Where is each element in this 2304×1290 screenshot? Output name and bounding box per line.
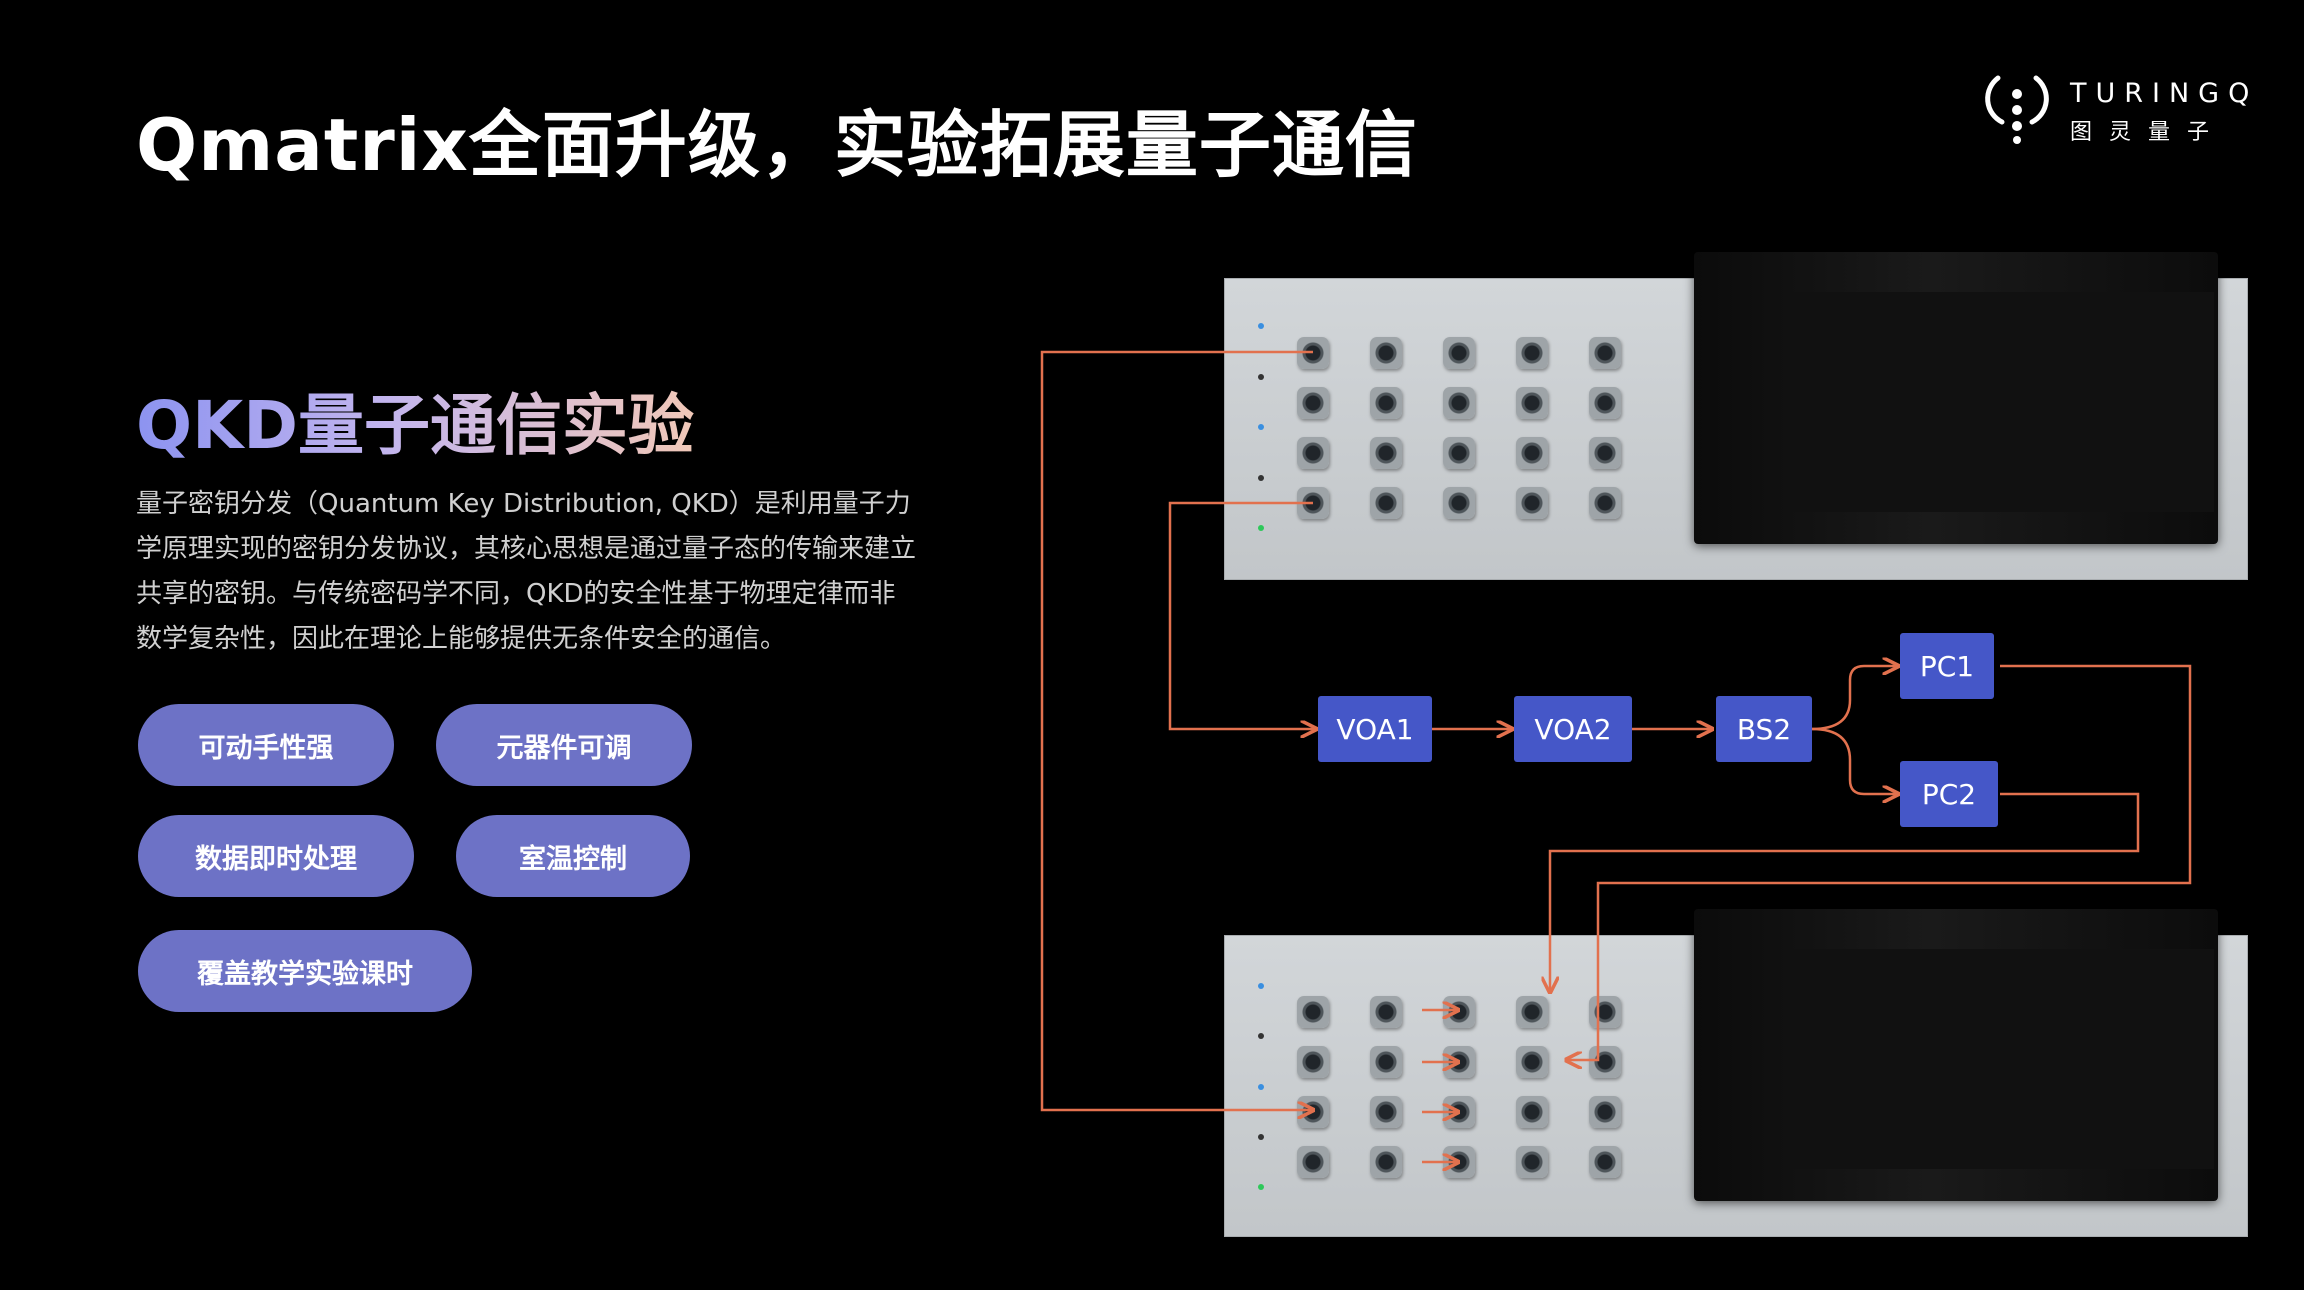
optical-switch-device-bottom xyxy=(1224,909,2248,1237)
qkd-description: 量子密钥分发（Quantum Key Distribution, QKD）是利用… xyxy=(136,489,917,654)
component-bs2: BS2 xyxy=(1716,696,1812,762)
fiber-pc2-to-bottom xyxy=(1550,792,2140,992)
turingq-logo: TURINGQ 图灵量子 xyxy=(1984,70,2249,146)
port-knob-icon xyxy=(1370,387,1402,419)
port-knob-icon xyxy=(1516,1146,1548,1178)
status-led xyxy=(1258,1033,1264,1039)
port-knob-icon xyxy=(1297,996,1329,1028)
port-knob-icon xyxy=(1589,387,1621,419)
fiber-top-port4-to-voa1 xyxy=(1168,501,1316,729)
component-voa2: VOA2 xyxy=(1514,696,1632,762)
logo-chinese-name: 图灵量子 xyxy=(2070,120,2227,145)
port-knob-icon xyxy=(1516,1096,1548,1128)
device-screen xyxy=(1694,909,2218,1201)
logo-wordmark: TURINGQ xyxy=(2070,78,2259,109)
slide-title: Qmatrix全面升级，实验拓展量子通信 xyxy=(136,103,1418,187)
section-subtitle: QKD量子通信实验 xyxy=(136,372,694,468)
fiber-bs2-to-pc1 xyxy=(1811,666,1898,731)
feature-pill-adjustable: 元器件可调 xyxy=(436,704,692,786)
component-pc2: PC2 xyxy=(1900,761,1998,827)
port-knob-icon xyxy=(1297,1146,1329,1178)
port-knob-icon xyxy=(1516,437,1548,469)
port-knob-icon xyxy=(1370,996,1402,1028)
status-led xyxy=(1258,983,1264,989)
port-knob-icon xyxy=(1370,337,1402,369)
component-voa1: VOA1 xyxy=(1318,696,1432,762)
status-led xyxy=(1258,1084,1264,1090)
device-screen xyxy=(1694,252,2218,544)
port-knob-icon xyxy=(1297,387,1329,419)
port-knob-icon xyxy=(1589,1046,1621,1078)
port-knob-icon xyxy=(1443,437,1475,469)
port-knob-icon xyxy=(1370,1096,1402,1128)
port-knob-icon xyxy=(1297,1046,1329,1078)
port-knob-icon xyxy=(1516,996,1548,1028)
fiber-pc1-to-bottom xyxy=(1566,664,2192,1060)
port-knob-icon xyxy=(1297,437,1329,469)
status-led xyxy=(1258,1184,1264,1190)
fiber-top-port1-to-bottom-port3 xyxy=(1040,350,1313,1110)
status-led xyxy=(1258,475,1264,481)
status-led xyxy=(1258,424,1264,430)
port-knob-icon xyxy=(1443,387,1475,419)
status-led xyxy=(1258,323,1264,329)
feature-pill-hands-on: 可动手性强 xyxy=(138,704,394,786)
port-knob-icon xyxy=(1443,337,1475,369)
status-led xyxy=(1258,525,1264,531)
port-knob-icon xyxy=(1516,487,1548,519)
port-knob-icon xyxy=(1589,1146,1621,1178)
turingq-logo-icon xyxy=(1985,75,2049,144)
port-knob-icon xyxy=(1589,1096,1621,1128)
feature-pill-room-temp: 室温控制 xyxy=(456,815,690,897)
feature-pill-course-hours: 覆盖教学实验课时 xyxy=(138,930,472,1012)
status-led xyxy=(1258,374,1264,380)
port-knob-icon xyxy=(1589,996,1621,1028)
port-knob-icon xyxy=(1589,437,1621,469)
port-knob-icon xyxy=(1516,387,1548,419)
optical-switch-device-top xyxy=(1224,252,2248,580)
status-led xyxy=(1258,1134,1264,1140)
port-knob-icon xyxy=(1370,437,1402,469)
port-knob-icon xyxy=(1443,487,1475,519)
component-pc1: PC1 xyxy=(1900,633,1994,699)
port-knob-icon xyxy=(1370,1146,1402,1178)
port-knob-icon xyxy=(1516,337,1548,369)
feature-pill-realtime-data: 数据即时处理 xyxy=(138,815,414,897)
port-knob-icon xyxy=(1516,1046,1548,1078)
port-knob-icon xyxy=(1589,487,1621,519)
port-knob-icon xyxy=(1370,487,1402,519)
fiber-bs2-to-pc2 xyxy=(1811,727,1898,794)
port-knob-icon xyxy=(1589,337,1621,369)
port-knob-icon xyxy=(1370,1046,1402,1078)
